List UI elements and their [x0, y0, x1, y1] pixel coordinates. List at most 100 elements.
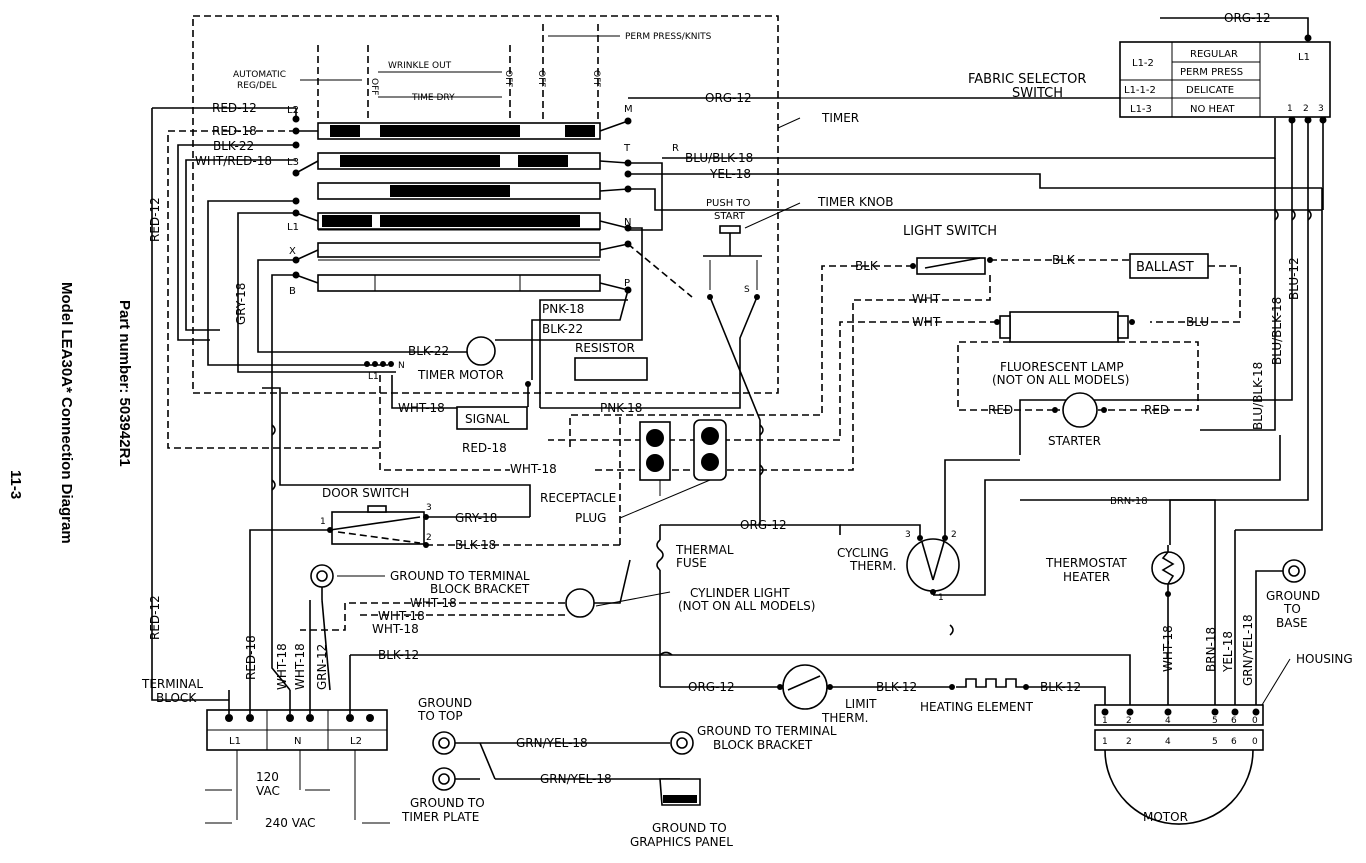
wire-blu: BLU: [1186, 315, 1209, 329]
wire-grn-yel18-b: GRN/YEL-18: [540, 772, 612, 786]
lamp-label2: (NOT ON ALL MODELS): [992, 373, 1129, 387]
terminal-block-label2: BLOCK: [156, 691, 197, 705]
svg-text:0: 0: [1252, 716, 1258, 726]
receptacle: RECEPTACLE: [540, 421, 671, 505]
wire-wht18-cyl1: WHT-18: [410, 596, 457, 610]
terminal-block: TERMINAL BLOCK L1 N L2 RED-18 WHT-18 WHT…: [141, 635, 390, 830]
svg-text:2: 2: [1126, 737, 1132, 747]
svg-text:LIMIT: LIMIT: [845, 697, 877, 711]
light-switch: LIGHT SWITCH BLK BLK: [569, 224, 1130, 450]
svg-text:L1: L1: [1298, 52, 1310, 63]
wire-blk22-top: BLK-22: [213, 139, 254, 153]
ballast: BALLAST BLU: [1129, 253, 1241, 329]
ground-tb-bracket: GROUND TO TERMINAL BLOCK BRACKET: [309, 564, 530, 691]
cyl-light-label1: CYLINDER LIGHT: [690, 586, 790, 600]
wire-blu-blk18-right2: BLU/BLK-18: [1251, 362, 1265, 430]
term-x: X: [289, 246, 296, 257]
ground-to-graphics-panel: GROUND TO GRAPHICS PANEL: [630, 778, 733, 849]
wire-blk-ls-left: BLK: [855, 259, 879, 273]
light-switch-label: LIGHT SWITCH: [903, 224, 997, 239]
wire-blk12-limit: BLK-12: [876, 680, 917, 694]
heating-element: HEATING ELEMENT BLK-12: [920, 678, 1106, 714]
ballast-label: BALLAST: [1136, 260, 1194, 275]
svg-text:L1: L1: [229, 736, 241, 747]
vac120-label2: VAC: [256, 784, 280, 798]
ground-to-base: GRN/YEL-18 GROUND TO BASE: [1241, 559, 1320, 712]
right-vertical-wires: BLU-12 BLU/BLK-18 BLU/BLK-18: [1019, 120, 1324, 545]
wire-red18-tb: RED-18: [244, 635, 258, 680]
wire-grn-yel18-a: GRN/YEL-18: [516, 736, 588, 750]
start-label: START: [714, 211, 746, 222]
ground-to-top: GROUND TO TOP: [417, 696, 480, 755]
svg-text:5: 5: [1212, 737, 1218, 747]
wire-wht18-tb1: WHT-18: [275, 643, 289, 690]
resistor-label: RESISTOR: [575, 341, 635, 355]
wire-grn-yel18-motor: GRN/YEL-18: [1241, 614, 1255, 686]
wire-blk22-motor: BLK-22: [408, 344, 449, 358]
fabric-selector-switch: FABRIC SELECTOR SWITCH L1-2 REGULAR PERM…: [968, 41, 1331, 124]
off-label-2: OFF: [503, 70, 513, 87]
limit-thermostat: LIMIT THERM. BLK-12: [777, 664, 950, 725]
timer-right-terminals: M T R N P: [599, 104, 679, 294]
wire-org12-top: ORG-12: [705, 91, 752, 105]
wire-brn18-top: BRN-18: [1110, 496, 1148, 507]
resistor: RESISTOR: [574, 341, 648, 381]
wire-blk12-main: BLK-12: [378, 648, 419, 662]
svg-text:6: 6: [1231, 716, 1237, 726]
svg-text:TO: TO: [1283, 602, 1301, 616]
svg-text:1: 1: [938, 593, 944, 603]
wire-wht-ls: WHT: [912, 292, 941, 306]
timer-n-label: N: [398, 361, 405, 371]
thermostat-heater: THERMOSTAT HEATER WHT-18: [1045, 545, 1185, 712]
wire-wht-lamp: WHT: [912, 315, 941, 329]
push-label: PUSH TO: [706, 198, 751, 209]
svg-text:4: 4: [1165, 716, 1171, 726]
svg-text:0: 0: [1252, 737, 1258, 747]
ground-tb-label2: BLOCK BRACKET: [430, 582, 530, 596]
term-l3: L3: [287, 157, 299, 168]
push-to-start-switch: PUSH TO START S TIMER KNOB: [627, 195, 893, 300]
wire-red12-bottom: RED-12: [148, 595, 162, 640]
signal: SIGNAL: [456, 381, 531, 430]
receptacle-label: RECEPTACLE: [540, 491, 616, 505]
wire-brn18-motor: BRN-18: [1204, 627, 1218, 672]
timer-label: TIMER: [821, 111, 859, 125]
wire-gry18-vert: GRY-18: [234, 283, 248, 325]
svg-text:NO HEAT: NO HEAT: [1190, 104, 1235, 115]
ground-tb-label1: GROUND TO TERMINAL: [390, 569, 530, 583]
plug-label: PLUG: [575, 511, 606, 525]
wire-pnk18-top: PNK-18: [542, 302, 584, 316]
door-switch-label: DOOR SWITCH: [322, 486, 409, 500]
term-l2: L2: [287, 105, 299, 116]
vac240-label: 240 VAC: [265, 816, 316, 830]
term-l1: L1: [287, 222, 299, 233]
off-label-4: OFF: [591, 70, 601, 87]
wire-crossovers: [271, 209, 1312, 656]
term-p: P: [624, 278, 630, 289]
vac120-label1: 120: [256, 770, 279, 784]
svg-text:3: 3: [426, 503, 432, 513]
timer-assembly: TIMER PERM PRESS/KNITS AUTOMATIC REG/DEL…: [192, 15, 893, 394]
motor-label: MOTOR: [1143, 810, 1188, 824]
housing-label: HOUSING: [1296, 652, 1353, 666]
cylinder-light: CYLINDER LIGHT (NOT ON ALL MODELS) WHT-1…: [300, 559, 815, 636]
starter: RED RED STARTER: [988, 392, 1169, 448]
svg-text:REGULAR: REGULAR: [1190, 49, 1238, 60]
term-n: N: [624, 217, 631, 228]
wire-wht18-mid: WHT-18: [510, 462, 557, 476]
wire-blu12: BLU-12: [1287, 257, 1301, 300]
top-wires: ORG-12 ORG-12 BLU/BLK-18 YEL-18 PNK-18 B…: [495, 11, 1322, 525]
svg-text:L1-1-2: L1-1-2: [1124, 85, 1156, 96]
starter-label: STARTER: [1048, 434, 1101, 448]
time-dry-label: TIME DRY: [411, 93, 455, 103]
term-m: M: [624, 104, 633, 115]
wire-red18-mid: RED-18: [462, 441, 507, 455]
model-title: Model LEA30A* Connection Diagram: [58, 282, 75, 544]
term-t: T: [623, 143, 631, 154]
timer-left-terminals: L2 L3 L1 X B: [287, 105, 319, 297]
term-r: R: [672, 143, 679, 154]
off-label-1: OFF: [369, 78, 379, 95]
svg-text:1: 1: [1102, 737, 1108, 747]
